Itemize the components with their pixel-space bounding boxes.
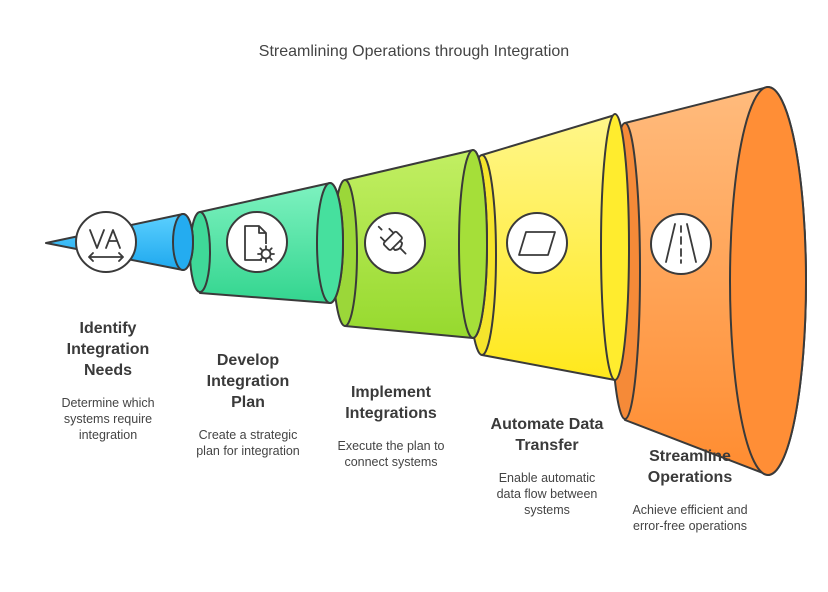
stage-label-1: Identify Integration Needs Determine whi…: [23, 318, 193, 443]
parallelogram-icon: [518, 231, 556, 256]
stage-description: Achieve efficient and error-free operati…: [632, 503, 748, 533]
stage-heading: Automate Data Transfer: [490, 416, 604, 454]
stage-label-3: Implement Integrations Execute the plan …: [306, 382, 476, 470]
stage-description: Determine which systems require integrat…: [61, 396, 155, 442]
plug-connect-icon: [377, 225, 407, 255]
icon-circle-4: [506, 212, 568, 274]
stage-heading: Develop Integration Plan: [206, 352, 290, 411]
stage-description: Create a strategic plan for integration: [196, 428, 300, 458]
stage-label-5: Streamline Operations Achieve efficient …: [600, 446, 780, 534]
stage-heading: Identify Integration Needs: [66, 320, 150, 379]
scale-va-icon: [88, 229, 124, 262]
icon-circle-2: [226, 211, 288, 273]
stage-label-2: Develop Integration Plan Create a strate…: [163, 350, 333, 459]
diagram-title: Streamlining Operations through Integrat…: [258, 43, 570, 60]
stage-heading: Implement Integrations: [345, 384, 437, 422]
road-icon: [665, 223, 697, 264]
stage-description: Enable automatic data flow between syste…: [496, 471, 598, 517]
funnel-segment-5: [609, 86, 807, 476]
stage-heading: Streamline Operations: [647, 448, 733, 486]
icon-circle-3: [364, 212, 426, 274]
stage-label-4: Automate Data Transfer Enable automatic …: [457, 414, 637, 518]
document-gear-icon: [244, 225, 275, 263]
stage-description: Execute the plan to connect systems: [337, 439, 445, 469]
icon-circle-1: [75, 211, 137, 273]
